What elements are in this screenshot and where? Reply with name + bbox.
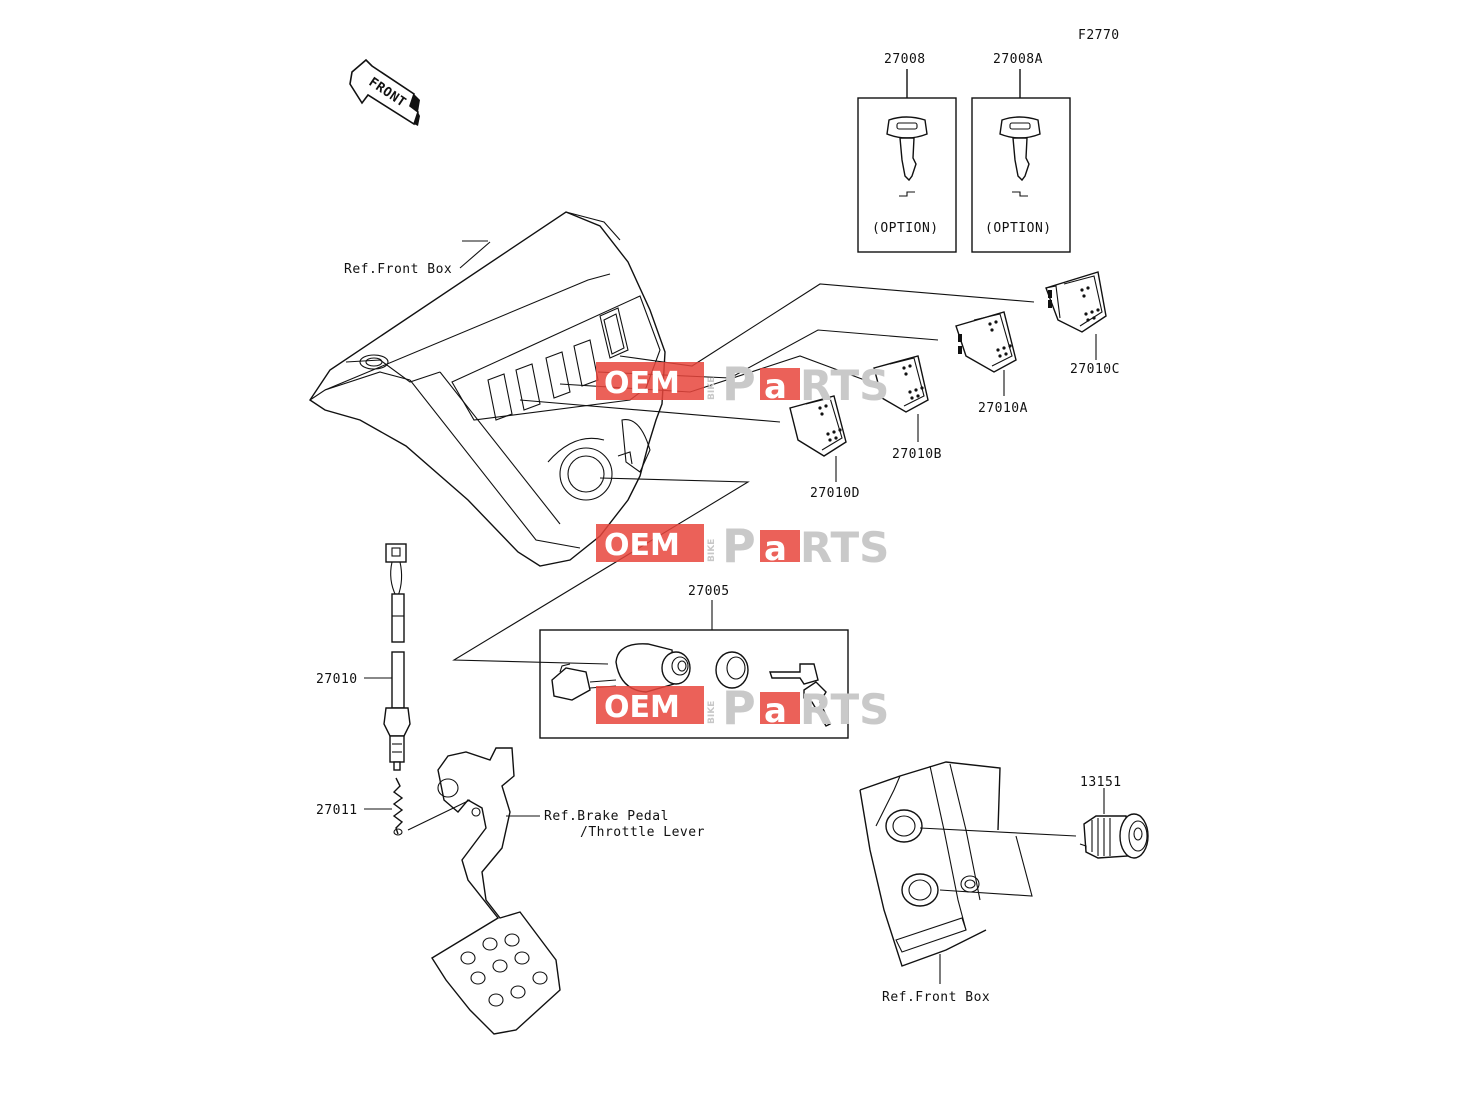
ref-brake-pedal-line2: /Throttle Lever <box>580 825 705 840</box>
svg-text:OEM: OEM <box>604 528 680 563</box>
part-27008-number: 27008 <box>884 52 926 67</box>
part-27011-number: 27011 <box>316 803 358 818</box>
svg-text:P: P <box>722 519 756 573</box>
svg-text:P: P <box>722 681 756 735</box>
svg-text:a: a <box>764 691 787 731</box>
watermark-1: OEM BIKE P a RTS <box>596 357 889 411</box>
rocker-switch-27010a[interactable]: 27010A <box>955 311 1028 416</box>
brake-switch-27010[interactable]: 27010 <box>316 543 411 771</box>
front-arrow-icon: FRONT <box>349 58 420 126</box>
ref-brake-pedal-line1: Ref.Brake Pedal <box>544 809 669 824</box>
svg-text:BIKE: BIKE <box>707 377 717 400</box>
spring-27011[interactable]: 27011 <box>316 777 404 836</box>
svg-text:BIKE: BIKE <box>707 539 717 562</box>
svg-text:RTS: RTS <box>800 523 889 572</box>
svg-text:RTS: RTS <box>800 361 889 410</box>
ref-front-box-bottom: Ref.Front Box <box>882 990 990 1005</box>
key-27008[interactable]: 27008 (OPTION) <box>857 52 957 253</box>
svg-text:a: a <box>764 529 787 569</box>
svg-text:OEM: OEM <box>604 690 680 725</box>
part-27010b-number: 27010B <box>892 447 942 462</box>
part-27008a-number: 27008A <box>993 52 1043 67</box>
ref-front-box-top: Ref.Front Box <box>344 262 452 277</box>
brake-pedal-ref: Ref.Brake Pedal /Throttle Lever <box>407 747 705 1035</box>
svg-text:P: P <box>722 357 756 411</box>
rocker-switch-27010d[interactable]: 27010D <box>789 395 860 501</box>
svg-text:a: a <box>764 367 787 407</box>
part-13151-number: 13151 <box>1080 775 1122 790</box>
key-27008a[interactable]: 27008A (OPTION) <box>971 52 1071 253</box>
figure-code: F2770 <box>1078 28 1120 43</box>
front-box-bottom: Ref.Front Box <box>859 761 1077 1005</box>
part-27008-note: (OPTION) <box>872 221 939 236</box>
watermark-2: OEM BIKE P a RTS <box>596 519 889 573</box>
svg-text:RTS: RTS <box>800 685 889 734</box>
svg-text:OEM: OEM <box>604 366 680 401</box>
rocker-switch-27010b[interactable]: 27010B <box>873 355 942 462</box>
watermark-3: OEM BIKE P a RTS <box>596 681 889 735</box>
socket-13151[interactable]: 13151 <box>1079 775 1149 859</box>
rocker-switch-27010c[interactable]: 27010C <box>1045 271 1120 377</box>
part-27010c-number: 27010C <box>1070 362 1120 377</box>
part-27005-number: 27005 <box>688 584 730 599</box>
svg-text:BIKE: BIKE <box>707 701 717 724</box>
front-box-top: Ref.Front Box <box>309 211 666 567</box>
part-27008a-note: (OPTION) <box>985 221 1052 236</box>
part-27010d-number: 27010D <box>810 486 860 501</box>
part-27010a-number: 27010A <box>978 401 1028 416</box>
guide-lines <box>452 283 1035 665</box>
part-27010-number: 27010 <box>316 672 358 687</box>
ignition-switch-27005[interactable]: 27005 <box>539 584 849 739</box>
